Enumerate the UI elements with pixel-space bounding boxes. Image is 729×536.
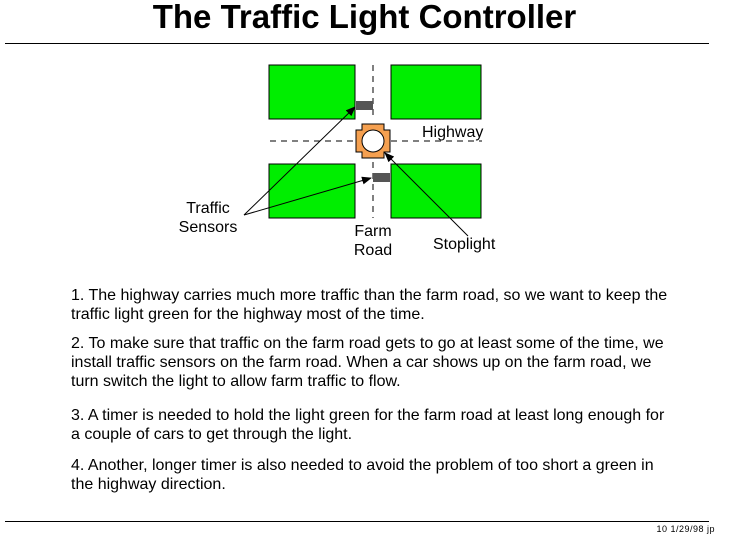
field-bottom-right	[390, 163, 482, 219]
footer-text: 10 1/29/98 jp	[656, 524, 715, 534]
stoplight-pointer	[384, 152, 469, 237]
highway-label: Highway	[422, 124, 484, 141]
field-top-left	[268, 64, 356, 120]
farm-road-label: Farm Road	[346, 222, 400, 260]
traffic-sensor-north	[356, 101, 373, 110]
point-3: 3. A timer is needed to hold the light g…	[71, 407, 665, 443]
field-bottom-left	[268, 163, 356, 219]
intersection-diagram	[243, 64, 482, 237]
stoplight-label: Stoplight	[433, 236, 496, 253]
title-divider	[5, 43, 709, 44]
field-top-right	[390, 64, 482, 120]
sensor-pointer-south	[243, 176, 372, 216]
traffic-sensors-label-line2: Sensors	[178, 219, 238, 236]
point-4: 4. Another, longer timer is also needed …	[71, 457, 654, 493]
footer-divider	[5, 521, 709, 522]
traffic-sensors-label-line1: Traffic	[186, 200, 230, 217]
point-2: 2. To make sure that traffic on the farm…	[71, 335, 664, 390]
farm-road-label-line1: Farm	[354, 223, 392, 240]
stoplight-icon	[355, 123, 391, 159]
point-1: 1. The highway carries much more traffic…	[71, 287, 668, 323]
traffic-sensors-label: Traffic Sensors	[172, 199, 244, 237]
traffic-sensor-south	[373, 173, 390, 182]
farm-road-label-line2: Road	[353, 242, 393, 259]
sensor-pointer-north	[243, 106, 356, 216]
slide-title: The Traffic Light Controller	[152, 0, 577, 35]
